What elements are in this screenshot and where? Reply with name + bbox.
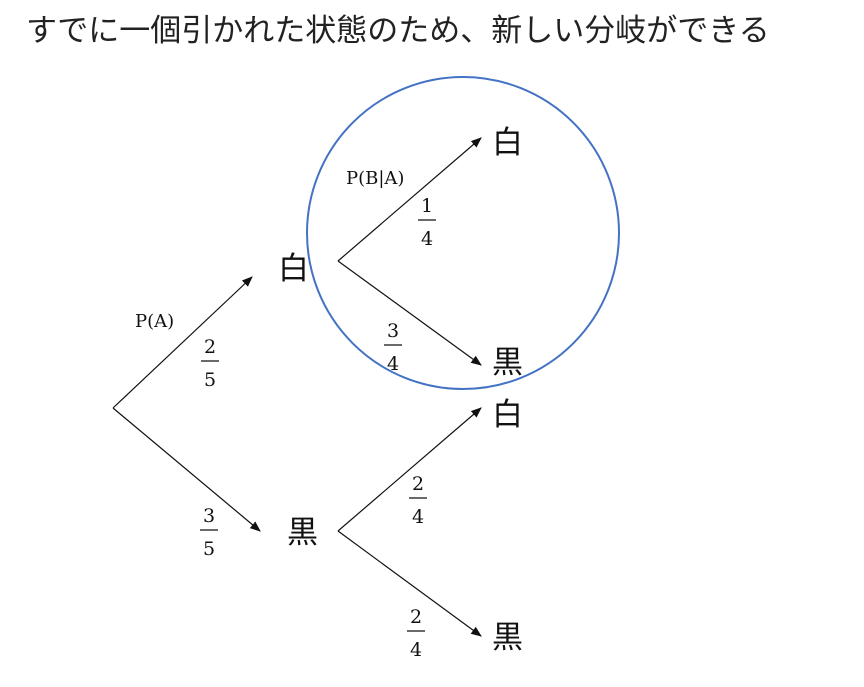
fraction-denominator: 4 <box>412 506 424 528</box>
node-white-black: 黒 <box>492 345 523 381</box>
fraction-numerator: 1 <box>421 195 433 217</box>
edge-white-to-white <box>337 137 482 262</box>
fraction-denominator: 4 <box>410 639 422 661</box>
label-p-b-given-a: P(B|A) <box>346 168 404 189</box>
node-first-white: 白 <box>278 251 309 287</box>
fraction-root-to-white: 2 5 <box>201 336 219 391</box>
highlight-circle <box>306 76 620 390</box>
node-white-white: 白 <box>492 125 523 161</box>
fraction-numerator: 2 <box>410 606 422 628</box>
fraction-black-to-black: 2 4 <box>407 606 425 661</box>
edge-white-to-black <box>337 260 482 366</box>
fraction-numerator: 2 <box>204 336 216 358</box>
fraction-numerator: 3 <box>387 320 399 342</box>
fraction-denominator: 5 <box>203 538 215 560</box>
fraction-white-to-black: 3 4 <box>384 320 402 375</box>
fraction-numerator: 2 <box>412 473 424 495</box>
edge-black-to-white <box>337 407 482 532</box>
fraction-root-to-black: 3 5 <box>200 505 218 560</box>
diagram-title: すでに一個引かれた状態のため、新しい分岐ができる <box>26 13 770 49</box>
label-p-a: P(A) <box>135 311 174 332</box>
fraction-white-to-white: 1 4 <box>418 195 436 250</box>
edge-root-to-black <box>112 407 261 532</box>
node-black-white: 白 <box>492 397 523 433</box>
node-black-black: 黒 <box>492 620 523 656</box>
fraction-numerator: 3 <box>203 505 215 527</box>
fraction-denominator: 4 <box>421 228 433 250</box>
edge-black-to-black <box>337 530 482 637</box>
fraction-black-to-white: 2 4 <box>409 473 427 528</box>
edge-root-to-white <box>112 276 253 409</box>
fraction-denominator: 5 <box>204 369 216 391</box>
node-first-black: 黒 <box>287 515 318 551</box>
fraction-denominator: 4 <box>387 353 399 375</box>
